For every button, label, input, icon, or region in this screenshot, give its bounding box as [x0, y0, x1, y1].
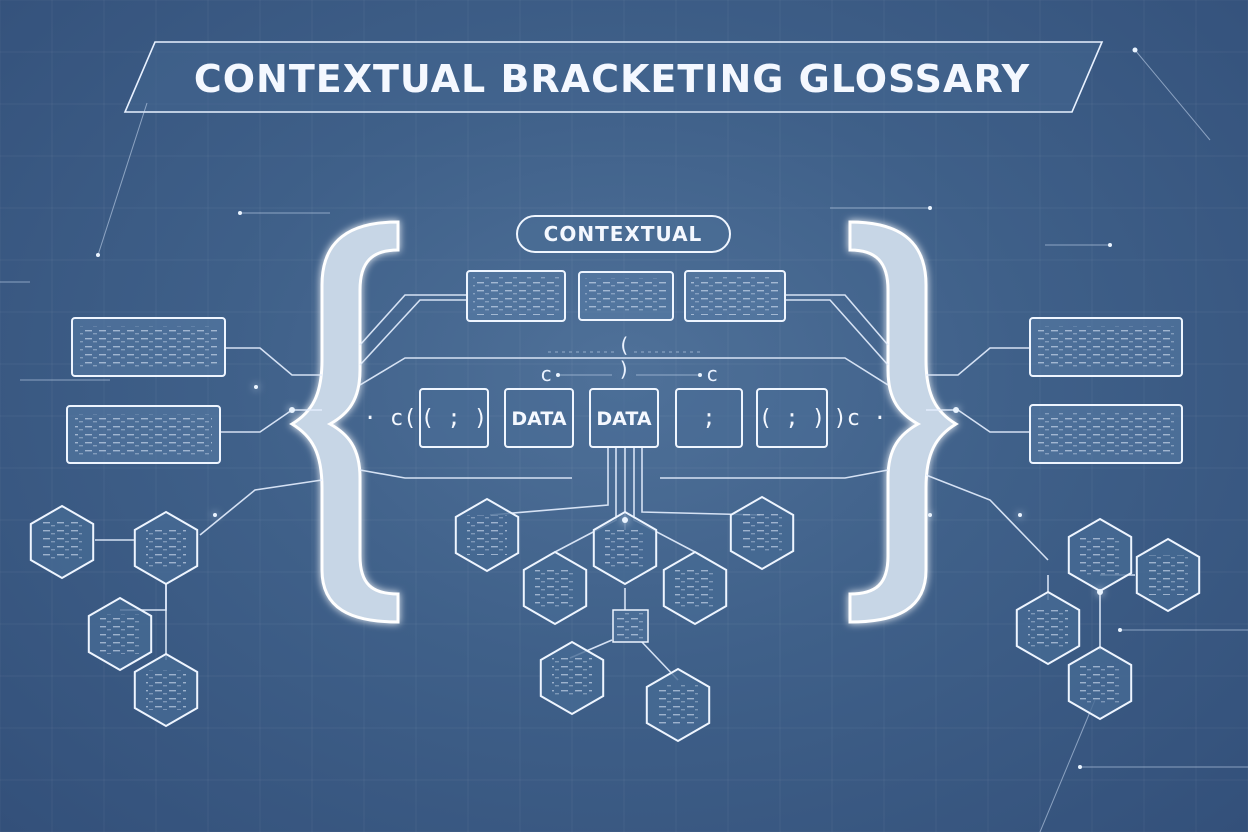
token-box: ( ; ) [419, 388, 489, 448]
token-label: DATA [596, 408, 651, 430]
title-banner: CONTEXTUAL BRACKETING GLOSSARY [123, 41, 1104, 113]
hexagon-node [29, 504, 95, 580]
hexagon-node [539, 640, 605, 716]
svg-text:c: c [540, 362, 552, 386]
token-box: DATA [589, 388, 659, 448]
token-box: ( ; ) [756, 388, 828, 448]
token-label: ( ; ) [759, 406, 825, 431]
svg-text:): ) [618, 357, 630, 381]
hexagon-node [1015, 590, 1081, 666]
hexagon-node [645, 667, 711, 743]
right-curly-brace [848, 220, 959, 624]
glow-dots [213, 385, 1103, 595]
token-label: ; [702, 406, 715, 431]
hexagon-node [729, 495, 795, 571]
hexagon-node [522, 550, 588, 626]
svg-text:c: c [706, 362, 718, 386]
hexagon-node [592, 510, 658, 586]
contextual-pill: CONTEXTUAL [516, 215, 731, 253]
hexagon-node [662, 550, 728, 626]
hexagon-node [87, 596, 153, 672]
hexagon-node [1067, 645, 1133, 721]
hexagon-node [133, 510, 199, 586]
hexagon-nodes [29, 495, 1201, 743]
hexagon-node [1135, 537, 1201, 613]
small-code-node [612, 609, 649, 643]
page-title: CONTEXTUAL BRACKETING GLOSSARY [194, 57, 1030, 101]
left-curly-brace [289, 220, 400, 624]
token-row: · c( ( ; ) DATA DATA ; ( ; ) )c · [364, 388, 887, 448]
hexagon-node [1067, 517, 1133, 593]
token-label: DATA [511, 408, 566, 430]
side-code-panels [66, 317, 1183, 464]
symbol-links: c ( ) c [540, 333, 718, 386]
decorative-lines [0, 47, 1248, 832]
token-box: DATA [504, 388, 574, 448]
contextual-label: CONTEXTUAL [544, 222, 703, 246]
hexagon-node [454, 497, 520, 573]
left-marker: · c( [364, 406, 417, 431]
hexagon-node [133, 652, 199, 728]
token-box: ; [675, 388, 743, 448]
right-marker: )c · [834, 406, 887, 431]
top-code-panels [466, 270, 786, 322]
token-label: ( ; ) [421, 406, 487, 431]
svg-text:(: ( [618, 333, 630, 357]
